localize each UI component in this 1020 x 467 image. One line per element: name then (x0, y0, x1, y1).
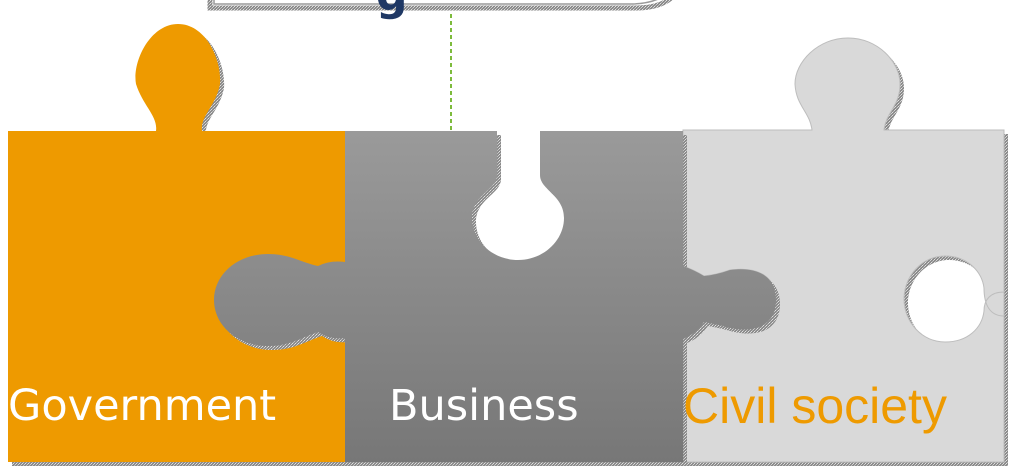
callout-box (207, 0, 673, 11)
piece-business (214, 131, 780, 466)
piece-civil-society (682, 37, 1008, 466)
callout-text: g (376, 0, 408, 21)
government-label: Government (8, 381, 277, 431)
civil-society-label: Civil society (683, 378, 947, 434)
piece-government (8, 24, 349, 466)
business-label: Business (389, 381, 579, 431)
